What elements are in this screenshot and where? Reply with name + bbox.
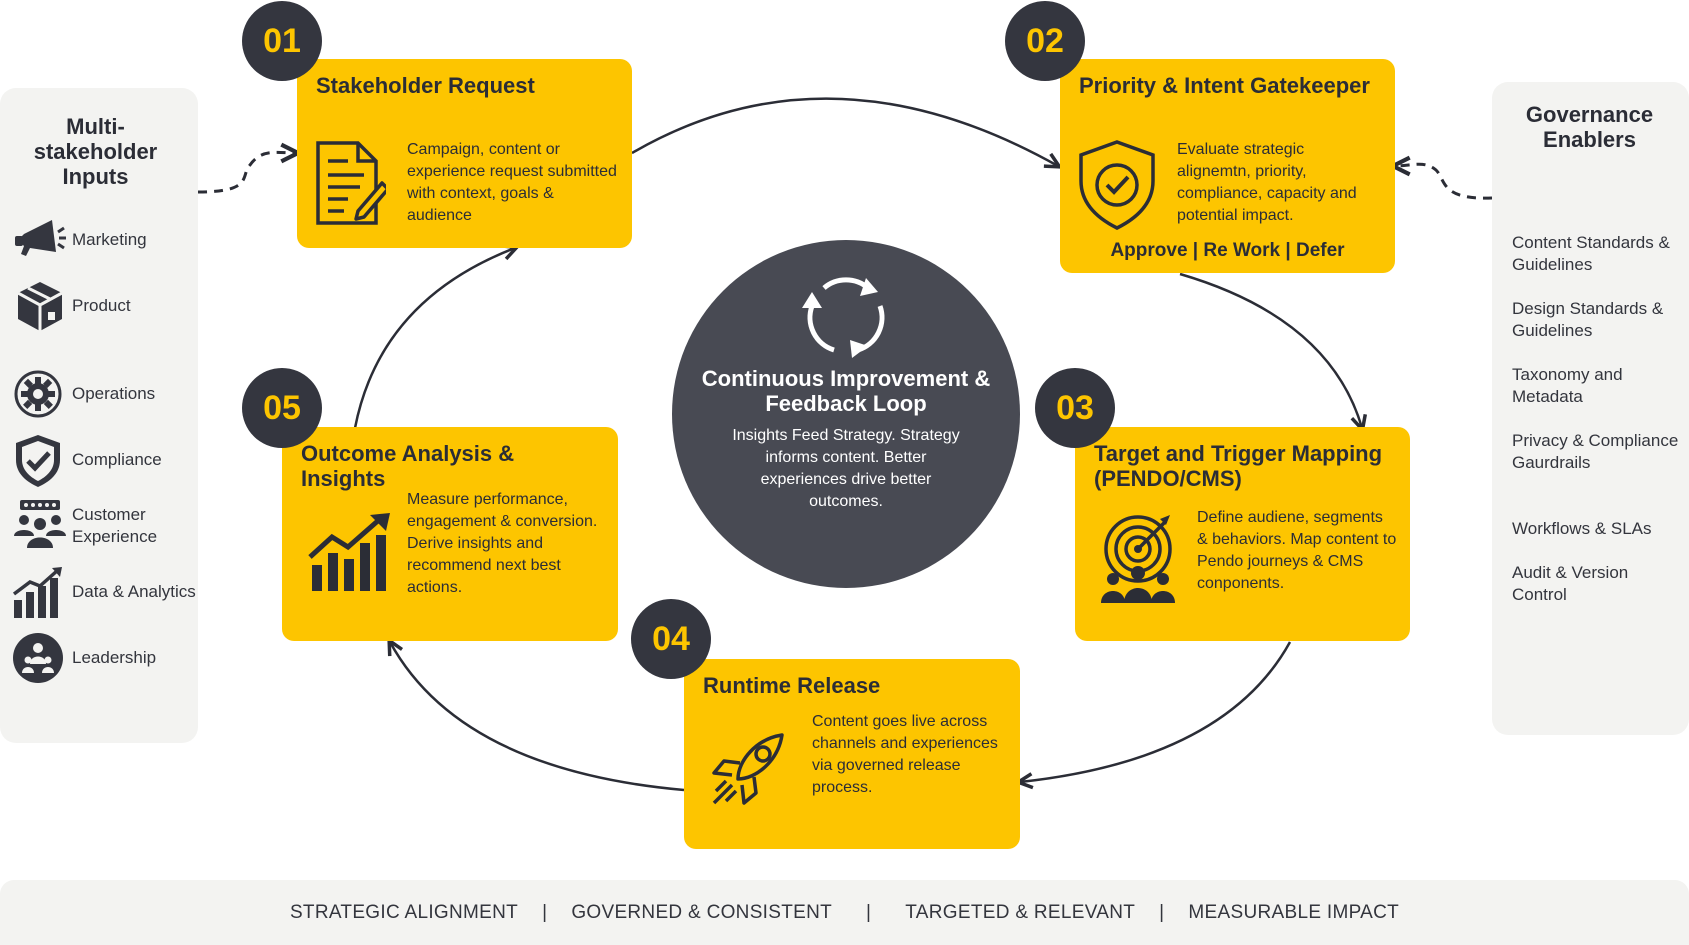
governance-item: Privacy & Compliance Gaurdrails [1512,431,1679,472]
input-label: Operations [72,384,156,403]
principle-separator: | [866,901,872,923]
arrow-01-to-02 [631,97,1058,166]
bar-chart-icon [12,564,68,620]
principle-separator: | [1159,901,1165,923]
step-title: Stakeholder Request [316,73,535,98]
arrow-03-to-04 [1020,641,1292,782]
governance-item: Design Standards & Guidelines [1512,299,1664,340]
step-card-05: Outcome Analysis & Insights Measure perf… [282,427,618,641]
step-number-badge: 03 [1035,368,1115,448]
input-label: Leadership [72,648,157,667]
principle-item: STRATEGIC ALIGNMENT [289,901,519,923]
step-card-02: Priority & Intent Gatekeeper Evaluate st… [1060,59,1395,273]
target-audience-icon [1100,513,1180,608]
arrow-05-to-01 [353,248,515,429]
leadership-icon [12,630,68,686]
feedback-loop-circle [672,240,1020,588]
step-title: Target and Trigger Mapping (PENDO/CMS) [1094,441,1383,491]
input-item-customer-experience: Customer Experience [12,498,196,554]
shield-check-icon [12,432,68,488]
step-description: Campaign, content or experience request … [407,141,617,224]
cycle-arrows-icon [798,272,894,367]
input-label: Product [72,296,131,315]
dashed-arrow-inputs [197,152,296,194]
governance-item: Workflows & SLAs [1512,519,1652,538]
arrow-04-to-05 [390,642,685,792]
input-label: Compliance [72,450,162,469]
dashed-arrow-governance [1395,164,1493,200]
principles-bar: STRATEGIC ALIGNMENT | GOVERNED & CONSIST… [0,880,1689,945]
gear-icon [12,366,68,422]
step-description: Content goes live across channels and ex… [812,713,998,796]
feedback-loop-description: Insights Feed Strategy. Strategy informs… [732,427,960,510]
principle-separator: | [542,901,548,923]
arrow-02-to-03 [1179,272,1362,428]
input-label: Marketing [72,230,147,249]
input-label: Customer Experience [72,505,158,546]
input-label: Data & Analytics [72,582,196,601]
input-item-data-analytics: Data & Analytics [12,564,196,620]
step-card-04: Runtime Release Content goes live across… [684,659,1020,849]
principle-item: GOVERNED & CONSISTENT [571,901,833,923]
step-title: Priority & Intent Gatekeeper [1079,73,1370,98]
step-card-01: Stakeholder Request Campaign, content or… [297,59,632,248]
input-item-compliance: Compliance [12,432,196,488]
input-item-operations: Operations [12,366,196,422]
step-title: Runtime Release [703,673,881,698]
panel-title: Governance Enablers [1525,102,1654,152]
panel-title: Multi-stakeholder Inputs [33,114,158,189]
step-description: Measure performance, engagement & conver… [407,491,598,596]
step-number-badge: 04 [631,599,711,679]
governance-item: Audit & Version Control [1512,563,1629,604]
decision-options: Approve | Re Work | Defer [1110,240,1345,261]
box-icon [12,278,68,334]
document-pencil-icon [314,139,390,232]
growth-chart-icon [308,513,392,598]
step-description: Define audiene, segments & behaviors. Ma… [1197,509,1397,592]
governance-item: Taxonomy and Metadata [1512,365,1623,406]
shield-check-icon [1077,139,1157,236]
governance-item: Content Standards & Guidelines [1512,233,1670,274]
principle-item: TARGETED & RELEVANT [905,901,1136,923]
step-title: Outcome Analysis & Insights [301,441,515,491]
customer-group-icon [12,498,68,554]
feedback-loop-title: Continuous Improvement & Feedback Loop [701,366,991,416]
input-item-marketing: Marketing [12,212,196,268]
step-description: Evaluate strategic alignemtn, priority, … [1177,141,1357,224]
stakeholder-inputs-panel: Multi-stakeholder Inputs Marketing Produ… [0,88,198,743]
principle-item: MEASURABLE IMPACT [1188,901,1400,923]
step-number-badge: 01 [242,1,322,81]
governance-enablers-panel: Governance Enablers Content Standards & … [1492,82,1689,735]
step-number-badge: 05 [242,368,322,448]
step-number-badge: 02 [1005,1,1085,81]
megaphone-icon [12,212,68,268]
input-item-product: Product [12,278,196,334]
rocket-icon [708,729,788,814]
input-item-leadership: Leadership [12,630,196,686]
step-card-03: Target and Trigger Mapping (PENDO/CMS) D… [1075,427,1410,641]
